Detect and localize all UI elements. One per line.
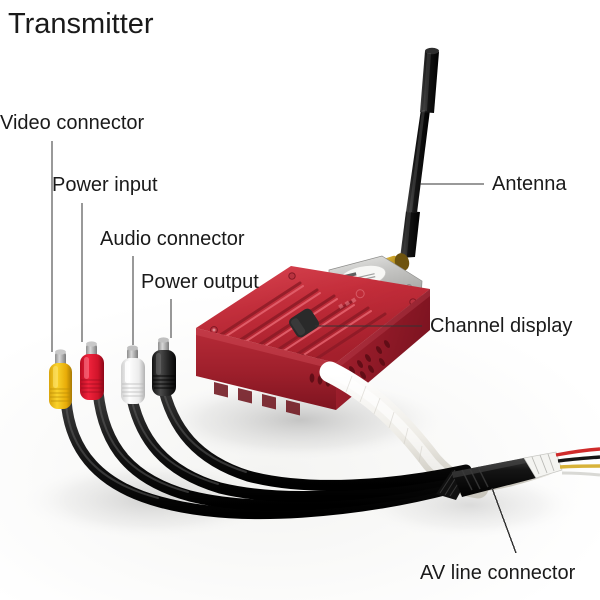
label-video-connector: Video connector bbox=[0, 112, 145, 134]
transmitter-body bbox=[196, 266, 430, 416]
label-av-line-connector: AV line connector bbox=[420, 562, 576, 584]
antenna-graphic bbox=[400, 47, 439, 258]
label-audio-connector: Audio connector bbox=[100, 228, 245, 250]
power-output-connector-graphic bbox=[152, 337, 176, 396]
label-antenna: Antenna bbox=[492, 173, 567, 195]
audio-connector-graphic bbox=[121, 345, 145, 404]
video-connector-graphic bbox=[49, 349, 72, 409]
power-input-connector-graphic bbox=[80, 341, 104, 400]
label-power-output: Power output bbox=[141, 271, 259, 293]
label-channel-display: Channel display bbox=[430, 315, 573, 337]
av-cable-bundle bbox=[60, 376, 472, 520]
av-line-connector-graphic bbox=[436, 447, 600, 500]
page-title: Transmitter bbox=[8, 8, 154, 40]
label-power-input: Power input bbox=[52, 174, 158, 196]
channel-display-window bbox=[289, 308, 319, 338]
